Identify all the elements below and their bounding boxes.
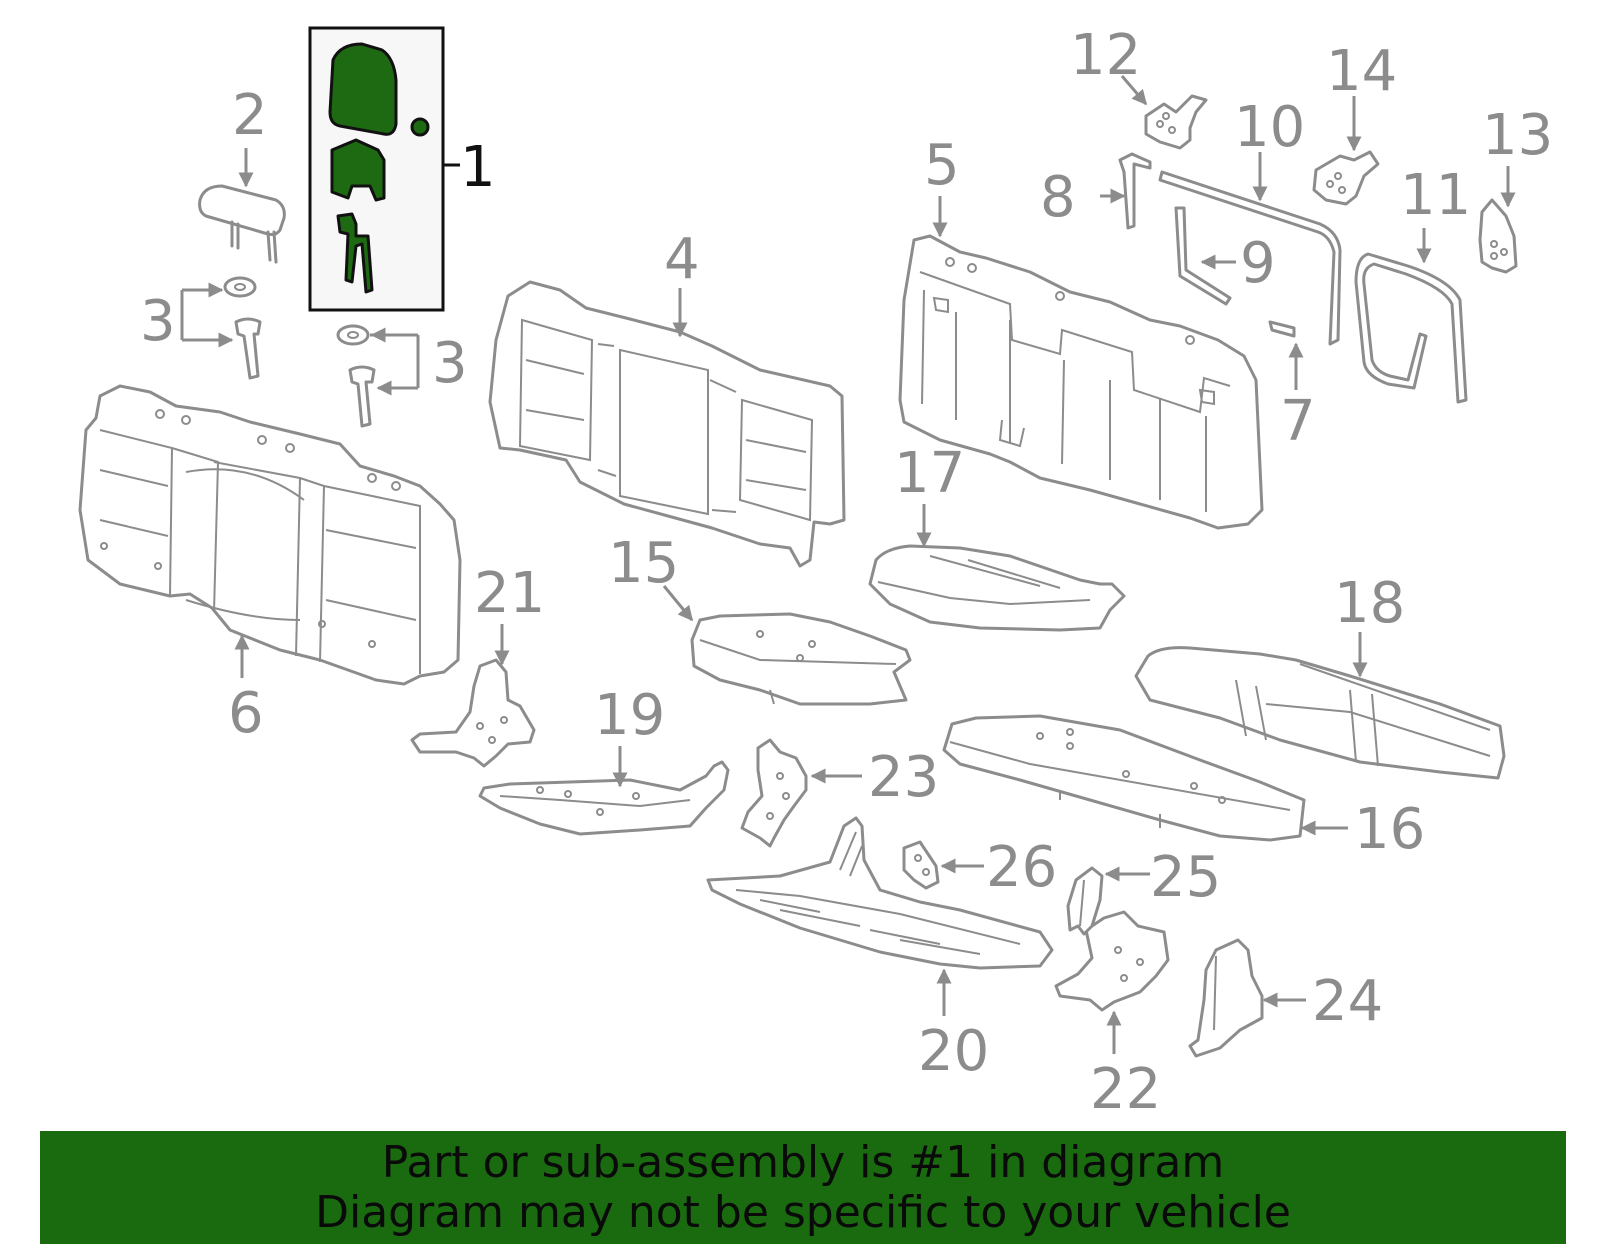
callout-16: 16 <box>1354 797 1425 862</box>
callout-11: 11 <box>1400 163 1471 228</box>
headrest-guide-posts <box>336 212 374 294</box>
part-3-headrest-guide[interactable]: 3 3 <box>140 276 468 428</box>
part-15-cushion-pan[interactable]: 15 <box>608 531 912 706</box>
headrest-cushion <box>328 42 398 136</box>
part-6-seat-back-cover[interactable]: 6 <box>78 384 462 746</box>
callout-4: 4 <box>664 227 700 292</box>
part-19-riser[interactable]: 19 <box>478 683 730 836</box>
callout-10: 10 <box>1234 95 1305 160</box>
part-24-side-shield[interactable]: 24 <box>1188 938 1383 1058</box>
callout-14: 14 <box>1326 39 1397 104</box>
part-2-headrest[interactable]: 2 <box>198 83 286 264</box>
callout-24: 24 <box>1312 969 1383 1034</box>
part-5-seat-back-panel[interactable]: 5 <box>898 133 1264 530</box>
part-4-seat-back-frame[interactable]: 4 <box>488 227 846 568</box>
callout-3-left: 3 <box>140 289 176 354</box>
part-11-seal-loop[interactable]: 11 <box>1354 163 1471 404</box>
callout-6: 6 <box>228 681 264 746</box>
callout-8: 8 <box>1040 165 1076 230</box>
callout-13: 13 <box>1482 103 1553 168</box>
callout-15: 15 <box>608 531 679 596</box>
part-13-hinge[interactable]: 13 <box>1478 103 1553 274</box>
part-17-seat-cushion[interactable]: 17 <box>868 441 1126 632</box>
part-1-headrest-assembly[interactable]: 1 <box>308 26 496 312</box>
callout-3-right: 3 <box>432 331 468 396</box>
callout-7: 7 <box>1280 389 1316 454</box>
callout-18: 18 <box>1334 571 1405 636</box>
callout-17: 17 <box>894 441 965 506</box>
part-14-hinge[interactable]: 14 <box>1312 39 1397 206</box>
part-18-seat-cushion-large[interactable]: 18 <box>1134 571 1506 780</box>
callout-25: 25 <box>1150 845 1221 910</box>
part-26-clip[interactable]: 26 <box>902 835 1057 900</box>
headrest-back-cover <box>330 138 386 202</box>
callout-9: 9 <box>1240 231 1276 296</box>
banner-line-1: Part or sub-assembly is #1 in diagram <box>381 1136 1225 1188</box>
part-25-cover[interactable]: 25 <box>1066 845 1221 936</box>
info-banner: Part or sub-assembly is #1 in diagram Di… <box>40 1131 1566 1244</box>
callout-12: 12 <box>1070 23 1141 88</box>
callout-2: 2 <box>232 83 268 148</box>
headrest-button <box>410 117 430 137</box>
part-9-rod[interactable]: 9 <box>1174 206 1276 306</box>
callout-23: 23 <box>868 745 939 810</box>
callout-21: 21 <box>474 561 545 626</box>
banner-line-2: Diagram may not be specific to your vehi… <box>315 1186 1291 1238</box>
callout-1: 1 <box>460 135 496 200</box>
part-12-hinge[interactable]: 12 <box>1070 23 1208 150</box>
part-7-clip[interactable]: 7 <box>1268 320 1316 454</box>
callout-20: 20 <box>918 1019 989 1084</box>
part-22-bracket[interactable]: 22 <box>1054 910 1170 1122</box>
part-21-bracket[interactable]: 21 <box>410 561 545 768</box>
callout-19: 19 <box>594 683 665 748</box>
part-8-bracket[interactable]: 8 <box>1040 152 1152 230</box>
part-20-seat-frame[interactable]: 20 <box>706 816 1054 1084</box>
part-16-cushion-pan-large[interactable]: 16 <box>942 714 1425 862</box>
part-10-seal[interactable]: 10 <box>1158 95 1342 346</box>
callout-26: 26 <box>986 835 1057 900</box>
callout-5: 5 <box>924 133 960 198</box>
part-23-bracket[interactable]: 23 <box>740 738 939 848</box>
callout-22: 22 <box>1090 1057 1161 1122</box>
